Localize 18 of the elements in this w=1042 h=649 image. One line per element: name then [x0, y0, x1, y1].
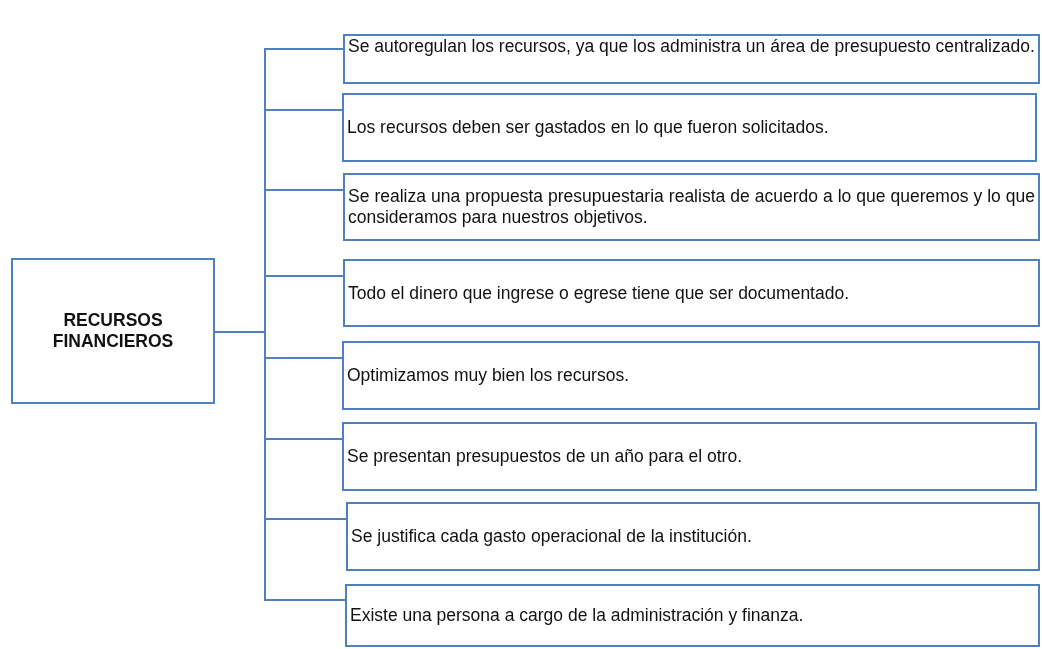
- item-text: Se justifica cada gasto operacional de la institución.: [350, 526, 753, 547]
- item-box: [342, 341, 1040, 410]
- item-text: Optimizamos muy bien los recursos.: [346, 365, 631, 386]
- item-text: Todo el dinero que ingrese o egrese tiene que ser documentado.: [347, 282, 851, 304]
- item-box: [342, 422, 1037, 491]
- topic-title: RECURSOS FINANCIEROS: [51, 310, 175, 352]
- item-box: [345, 584, 1040, 647]
- item-box: [343, 259, 1040, 327]
- item-box: [346, 502, 1040, 571]
- item-text: Se presentan presupuestos de un año para el otro.: [346, 446, 743, 467]
- item-box: [343, 34, 1040, 84]
- topic-box: [11, 258, 215, 404]
- item-text: Se realiza una propuesta presupuestaria realista de acuerdo a lo que queremos y lo que consideramos para nuestros objetivos.: [347, 186, 1036, 228]
- item-text: Se autoregulan los recursos, ya que los administra un área de presupuesto centralizado.: [347, 36, 1036, 57]
- item-box: [343, 173, 1040, 241]
- item-text: Los recursos deben ser gastados en lo que fueron solicitados.: [346, 117, 830, 138]
- item-text: Existe una persona a cargo de la administración y finanza.: [349, 605, 805, 626]
- item-box: [342, 93, 1037, 162]
